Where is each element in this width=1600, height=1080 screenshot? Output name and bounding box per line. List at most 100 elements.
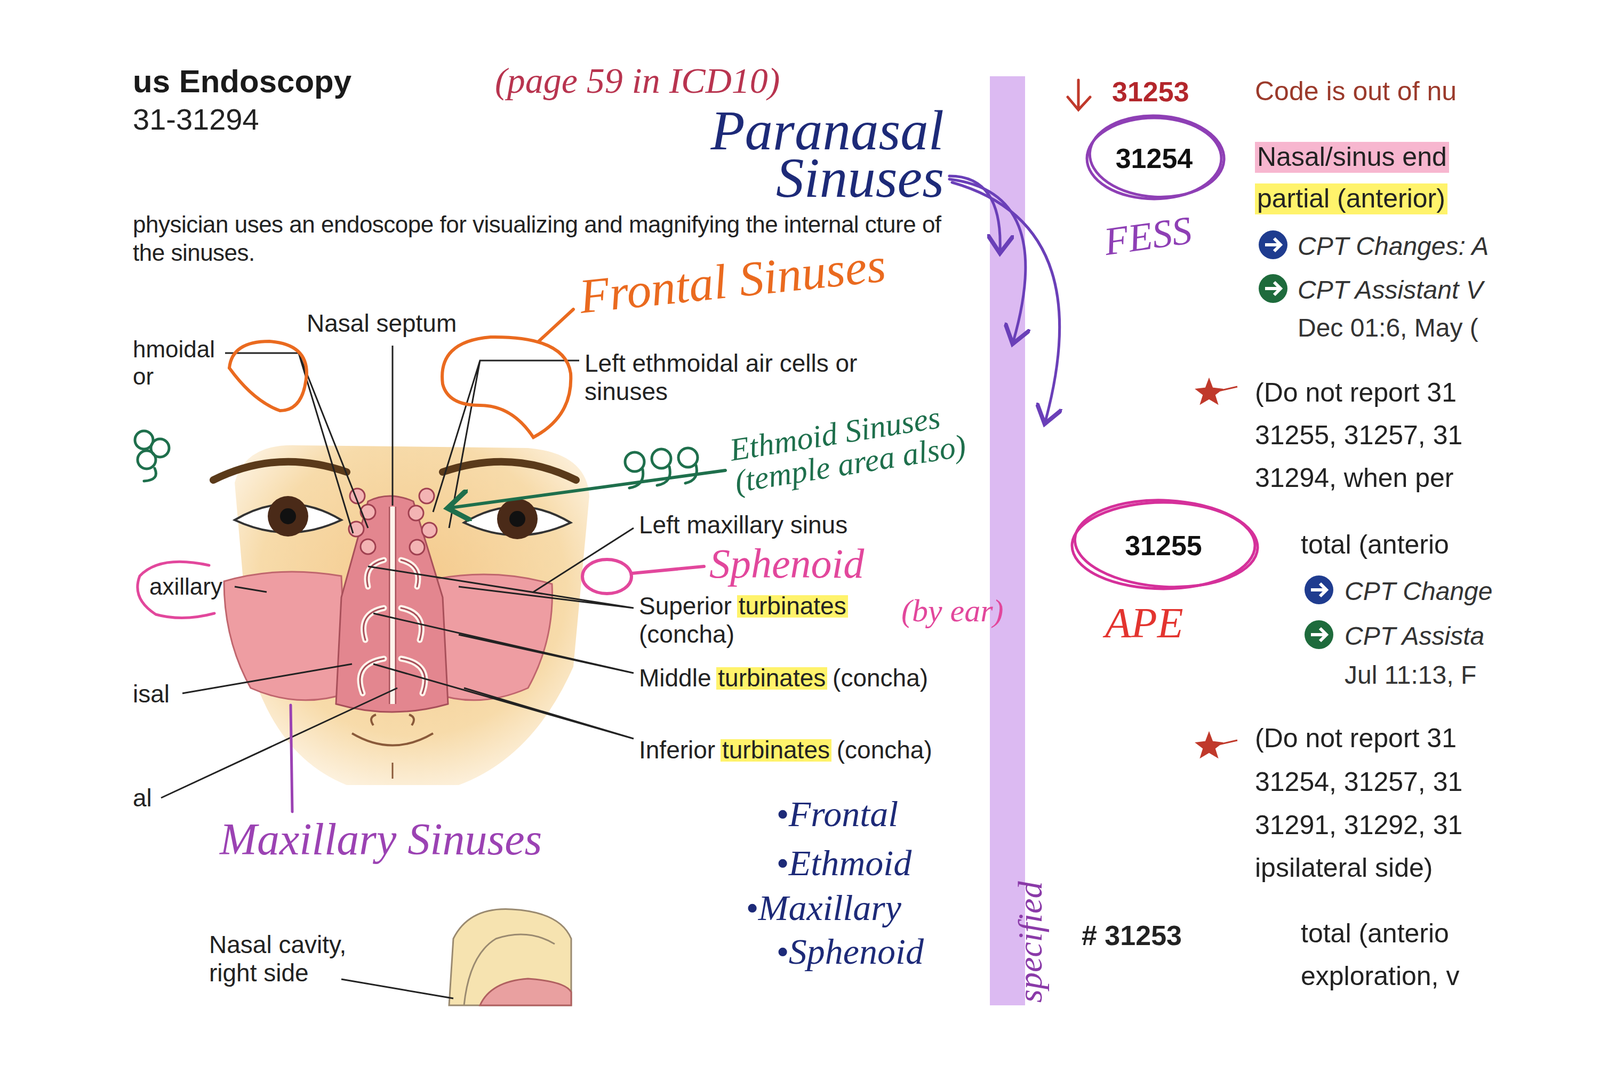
drawing-part xyxy=(1258,230,1288,260)
pen-annotation: Sphenoid xyxy=(709,542,864,585)
drawing-part xyxy=(952,182,1060,422)
pen-annotation: (by ear) xyxy=(901,594,1004,627)
drawing-part xyxy=(1258,274,1288,303)
printed-text: Dec 01:6, May ( xyxy=(1297,313,1479,343)
highlight-bar xyxy=(989,76,1026,1006)
drawing-part xyxy=(632,566,704,574)
drawing-part xyxy=(225,353,368,534)
drawing-part xyxy=(360,539,376,555)
drawing-part xyxy=(442,461,576,480)
printed-text: hmoidal or xyxy=(132,336,224,390)
drawing-part xyxy=(651,449,671,469)
printed-text: CPT Assistant V xyxy=(1297,275,1484,305)
pen-annotation: Frontal Sinuses xyxy=(577,240,888,322)
printed-text: Middle turbinates (concha) xyxy=(638,664,938,693)
drawing-part xyxy=(392,345,394,506)
printed-text: partial (anterior) xyxy=(1254,183,1448,215)
drawing-part xyxy=(949,176,1000,251)
drawing-part xyxy=(360,658,384,694)
circled-code: 31254 xyxy=(1081,112,1227,205)
drawing-part xyxy=(1265,238,1281,252)
printed-text: Jul 11:13, F xyxy=(1344,660,1477,690)
printed-text: (Do not report 31 xyxy=(1254,723,1457,755)
drawing-part xyxy=(409,539,425,555)
drawing-part xyxy=(352,733,434,746)
sagittal-drawing xyxy=(449,909,572,1006)
pen-loop xyxy=(1072,497,1260,592)
drawing-part xyxy=(1310,583,1327,597)
drawing-part xyxy=(1196,379,1238,404)
drawing-part xyxy=(280,508,296,525)
printed-text: total (anterio xyxy=(1300,529,1450,561)
drawing-part xyxy=(989,76,1026,1006)
printed-text: axillary xyxy=(149,573,223,601)
drawing-part xyxy=(1304,575,1334,605)
drawing-part xyxy=(450,470,726,508)
pen-annotation: Maxillary Sinuses xyxy=(219,817,542,862)
pen-annotation: specified xyxy=(1013,881,1048,1003)
drawing-part xyxy=(449,909,572,1006)
drawing-part xyxy=(161,688,398,798)
drawing-part xyxy=(1310,628,1327,642)
pen-annotation: •Ethmoid xyxy=(776,844,912,882)
drawing-part xyxy=(360,658,384,694)
drawing-part xyxy=(388,506,397,704)
printed-text: exploration, v xyxy=(1300,961,1460,992)
printed-text: 31253 xyxy=(1112,76,1190,109)
printed-text: 31291, 31292, 31 xyxy=(1254,810,1463,842)
drawing-part xyxy=(229,341,307,411)
pen-annotation: •Sphenoid xyxy=(776,933,924,970)
drawing-part xyxy=(1196,733,1238,757)
printed-text: Nasal septum xyxy=(306,309,457,338)
drawing-part xyxy=(421,522,437,538)
drawing-part xyxy=(1067,80,1091,110)
drawing-part xyxy=(137,450,156,469)
drawing-part xyxy=(949,179,1026,342)
drawing-part xyxy=(442,337,571,438)
pen-annotation: •Frontal xyxy=(776,795,899,832)
drawing-part xyxy=(582,559,632,594)
drawing-part xyxy=(371,714,414,726)
printed-text: al xyxy=(132,784,152,813)
printed-text: CPT Change xyxy=(1344,576,1493,606)
printed-text: Code is out of nu xyxy=(1254,76,1457,108)
drawing-part xyxy=(224,571,347,701)
drawing-part xyxy=(373,664,634,739)
drawing-part xyxy=(134,430,698,488)
drawing-part xyxy=(360,560,426,694)
drawing-part xyxy=(538,309,574,342)
drawing-part xyxy=(360,560,426,694)
drawing-part xyxy=(360,504,376,520)
drawing-part xyxy=(408,505,424,521)
drawing-part xyxy=(390,506,396,704)
code-number: 31255 xyxy=(1124,529,1203,562)
pen-annotation: APE xyxy=(1105,601,1184,645)
pen-annotation: •Maxillary xyxy=(745,889,902,926)
pen-annotations xyxy=(134,80,1091,812)
printed-text: 31254, 31257, 31 xyxy=(1254,766,1463,798)
drawing-part xyxy=(1304,620,1334,650)
drawing-part xyxy=(480,978,572,1006)
pen-annotation: (page 59 in ICD10) xyxy=(494,59,780,102)
drawing-part xyxy=(625,452,645,472)
drawing-part xyxy=(366,560,384,587)
printed-text: CPT Changes: A xyxy=(1297,231,1489,261)
printed-text: CPT Assista xyxy=(1344,621,1485,651)
printed-text: Left maxillary sinus xyxy=(638,510,848,540)
printed-text: Nasal cavity, right side xyxy=(209,930,386,988)
drawing-part xyxy=(182,664,352,694)
printed-text: total (anterio xyxy=(1300,918,1450,950)
page-heading: us Endoscopy xyxy=(132,62,352,100)
drawing-part xyxy=(419,488,435,504)
drawing-part xyxy=(144,468,157,482)
drawing-part xyxy=(509,510,526,527)
leader-lines xyxy=(161,345,634,999)
drawing-part xyxy=(366,560,384,587)
drawing-part xyxy=(336,496,448,712)
code-number: 31254 xyxy=(1115,142,1194,175)
drawing-part xyxy=(433,360,580,528)
drawing-part xyxy=(213,461,347,480)
drawing-part xyxy=(1265,282,1281,295)
drawing-part xyxy=(234,586,267,592)
